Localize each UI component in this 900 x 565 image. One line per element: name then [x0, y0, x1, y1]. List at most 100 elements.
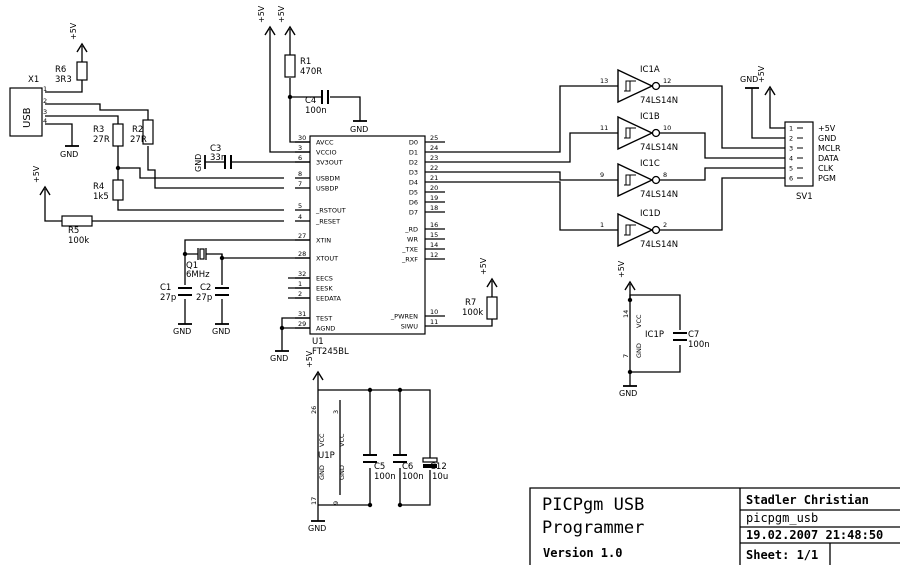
c5-value: 100n: [374, 472, 396, 482]
gnd-c3-label: GND: [194, 154, 203, 172]
u1p-pin26: 26: [310, 406, 318, 414]
capacitor-c6: [393, 454, 407, 463]
x1-pin3: 3: [43, 108, 47, 116]
schmitt-icon: [624, 224, 636, 236]
u1-right-pin-name: _RD: [404, 226, 418, 234]
u1-left-pin-name: XTOUT: [316, 255, 338, 263]
r4-value: 1k5: [93, 192, 109, 202]
u1p-pin9: 9: [332, 501, 340, 505]
u1p-power-block: U1P VCC VCC GND GND 26 3 17 9: [310, 400, 346, 505]
r1-ref: R1: [300, 57, 311, 67]
u1-right-pin-name: _RXF: [401, 256, 418, 264]
c12-value: 10u: [432, 472, 448, 482]
gnd-c4-icon: [352, 114, 368, 122]
inverter-out-pin: 12: [663, 77, 671, 85]
u1-right-pin-num: 16: [430, 221, 438, 229]
vcc-ic1p-icon: [624, 281, 636, 301]
title-author: Stadler Christian: [746, 493, 869, 507]
u1-right-pin-num: 10: [430, 308, 438, 316]
title-filename: picpgm_usb: [746, 511, 818, 525]
inverter-triangle: [617, 115, 654, 151]
r2-ref: R2: [132, 125, 143, 135]
u1-left-pin-num: 7: [298, 180, 302, 188]
u1-left-pin-num: 6: [298, 154, 302, 162]
u1-left-pin-name: TEST: [315, 315, 332, 323]
c2-value: 27p: [196, 293, 212, 303]
u1-right-pin-num: 15: [430, 231, 438, 239]
gnd-c2-label: GND: [212, 327, 230, 336]
gnd-sv1-label: GND: [740, 75, 758, 84]
u1-right-pin-num: 19: [430, 194, 438, 202]
vcc-ic1p-label: +5V: [617, 260, 626, 278]
schmitt-icon: [624, 174, 636, 186]
u1-right-pin-num: 25: [430, 134, 438, 142]
inverter-ref: IC1C: [640, 159, 660, 169]
u1-left-pin-num: 2: [298, 290, 302, 298]
title-date: 19.02.2007 21:48:50: [746, 528, 883, 542]
vcc-r1-icon: [284, 26, 296, 46]
inverter-in-pin: 11: [600, 124, 608, 132]
inverter-triangle: [617, 68, 654, 104]
u1-right-pin-name: D2: [409, 159, 418, 167]
u1-right-pin-num: 18: [430, 204, 438, 212]
ic1p-pin7: 7: [622, 354, 630, 358]
resistor-r2: R2 27R: [130, 119, 154, 145]
c7-value: 100n: [688, 340, 710, 350]
sv1-pin-name: +5V: [818, 124, 836, 133]
u1-left-pin-name: EEDATA: [316, 295, 342, 303]
r1-value: 470R: [300, 67, 322, 77]
u1-right-pin-name: SIWU: [401, 323, 418, 331]
sv1-pin-num: 3: [789, 145, 793, 153]
vcc-r7-icon: [486, 278, 498, 298]
sv1-ref: SV1: [796, 192, 813, 202]
inverter-part: 74LS14N: [640, 240, 678, 250]
u1-left-pin-num: 28: [298, 250, 306, 258]
vcc-sv1-label: +5V: [757, 65, 766, 83]
sv1-pin-num: 4: [789, 155, 793, 163]
title-line2: Programmer: [542, 518, 644, 538]
u1-right-pin-name: WR: [407, 236, 418, 244]
resistor-r4: R4 1k5: [93, 179, 124, 202]
usb-connector-x1: X1 USB 1 2 3 4: [9, 75, 47, 137]
capacitor-c2: [215, 287, 229, 296]
u1-left-pin-name: _RESET: [315, 218, 340, 226]
u1-left-pins: 30AVCC3VCCIO63V3OUT8USBDM7USBDP5_RSTOUT4…: [295, 134, 346, 333]
gnd-u1-icon: [274, 344, 290, 352]
u1p-pin3: 3: [332, 410, 340, 414]
ic1p-ref: IC1P: [645, 330, 664, 340]
u1-right-pin-name: D1: [409, 149, 418, 157]
vcc-r1-label: +5V: [277, 5, 286, 23]
x1-pin4: 4: [43, 117, 47, 125]
inverter-in-pin: 9: [600, 171, 604, 179]
u1-right-pin-num: 21: [430, 174, 438, 182]
sv1-pin-name: DATA: [818, 154, 839, 163]
c4-value: 100n: [305, 106, 327, 116]
inverter-ref: IC1B: [640, 112, 660, 122]
sv1-pin-num: 5: [789, 165, 793, 173]
inverter-ref: IC1D: [640, 209, 661, 219]
title-sheet: Sheet: 1/1: [746, 548, 818, 562]
u1-right-pin-num: 23: [430, 154, 438, 162]
gnd-u1p-label: GND: [308, 524, 326, 533]
inverter-part: 74LS14N: [640, 96, 678, 106]
u1-left-pin-num: 30: [298, 134, 306, 142]
inverter-in-pin: 13: [600, 77, 608, 85]
c6-ref: C6: [402, 462, 413, 472]
u1-left-pin-name: USBDM: [316, 175, 340, 183]
capacitor-c4: [321, 90, 329, 104]
schmitt-icon: [624, 80, 636, 92]
gnd-u1p-icon: [310, 514, 326, 522]
u1-right-pin-name: D0: [409, 139, 418, 147]
u1-left-pin-name: _RSTOUT: [315, 207, 346, 215]
ic-u1-ft245bl: U1 FT245BL 30AVCC3VCCIO63V3OUT8USBDM7USB…: [295, 134, 438, 357]
u1-right-pin-name: D6: [409, 199, 418, 207]
u1-right-pin-num: 20: [430, 184, 438, 192]
u1-right-pin-name: D4: [409, 179, 418, 187]
r6-value: 3R3: [55, 75, 72, 85]
